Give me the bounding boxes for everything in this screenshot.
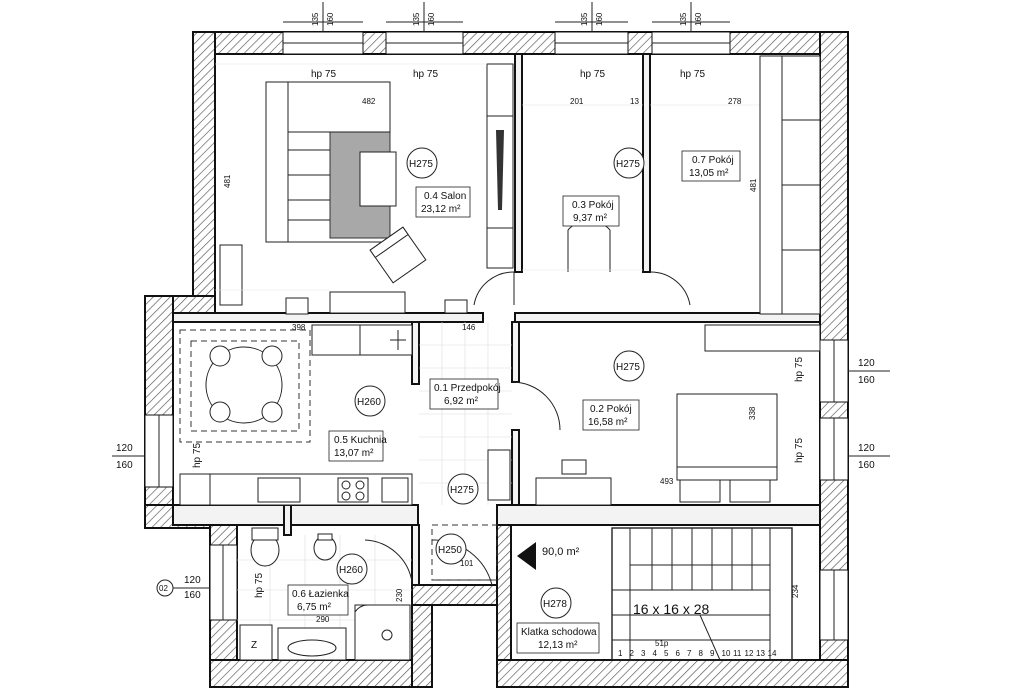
dim-146: 146 xyxy=(462,323,476,332)
sill-salon-2: hp 75 xyxy=(413,69,438,80)
dim-398: 398 xyxy=(292,323,306,332)
interior-walls xyxy=(172,53,821,586)
windows-side xyxy=(144,339,849,641)
height-klatka: H278 xyxy=(543,599,567,610)
right-lower-dim-a: 120 xyxy=(858,443,875,454)
stair-step-number: 2 xyxy=(630,649,635,658)
salon-furniture xyxy=(215,63,514,315)
top-dimensions xyxy=(283,2,730,32)
section-marker: 02 xyxy=(159,584,168,593)
room-lazienka-area: 6,75 m² xyxy=(297,602,332,613)
dim-481-right: 481 xyxy=(749,178,758,192)
left-mid-dim-a: 120 xyxy=(116,443,133,454)
stair-step-number: 7 xyxy=(687,649,692,658)
sill-kuchnia: hp 75 xyxy=(192,443,203,468)
room-przedpokoj-name: 0.1 Przedpokój xyxy=(434,383,501,394)
top-dim-3b: 160 xyxy=(595,12,604,26)
dim-493: 493 xyxy=(660,477,674,486)
height-pokoj2: H275 xyxy=(616,362,640,373)
room-label-boxes xyxy=(287,150,741,654)
side-dimensions xyxy=(112,370,890,597)
room-klatka-name: Klatka schodowa xyxy=(521,627,597,638)
height-lazienka: H260 xyxy=(339,565,363,576)
stair-step-number: 1 xyxy=(618,649,623,658)
stair-step-number: 4 xyxy=(653,649,658,658)
right-upper-dim-a: 120 xyxy=(858,358,875,369)
kitchen-furniture xyxy=(179,324,413,506)
top-dim-2a: 135 xyxy=(412,12,421,26)
room-kuchnia-name: 0.5 Kuchnia xyxy=(334,435,387,446)
top-dim-1b: 160 xyxy=(326,12,335,26)
room-pokoj7-name: 0.7 Pokój xyxy=(692,155,734,166)
dim-481-left: 481 xyxy=(223,174,232,188)
dim-278: 278 xyxy=(728,97,742,106)
room-salon-name: 0.4 Salon xyxy=(424,191,466,202)
sill-lazienka: hp 75 xyxy=(254,573,265,598)
room-lazienka-name: 0.6 Łazienka xyxy=(292,589,349,600)
stair-step-number: 5 xyxy=(664,649,669,658)
stair-step-number: 10 xyxy=(722,649,731,658)
dim-234: 234 xyxy=(791,584,800,598)
room-kuchnia-area: 13,07 m² xyxy=(334,448,374,459)
stair-step-number: 11 xyxy=(733,649,742,658)
room-klatka-area: 12,13 m² xyxy=(538,640,578,651)
room-pokoj7-area: 13,05 m² xyxy=(689,168,729,179)
room-pokoj3-area: 9,37 m² xyxy=(573,213,608,224)
top-dim-4a: 135 xyxy=(679,12,688,26)
staircase xyxy=(517,527,793,661)
left-low-dim-a: 120 xyxy=(184,575,201,586)
dim-338: 338 xyxy=(748,406,757,420)
room-pokoj3-name: 0.3 Pokój xyxy=(572,200,614,211)
left-low-dim-b: 160 xyxy=(184,590,201,601)
height-entry: H250 xyxy=(438,545,462,556)
top-dim-2b: 160 xyxy=(427,12,436,26)
dim-51p: 51p xyxy=(655,639,669,648)
dim-13: 13 xyxy=(630,97,639,106)
stair-step-number: 3 xyxy=(641,649,646,658)
right-upper-dim-b: 160 xyxy=(858,375,875,386)
room-pokoj2-name: 0.2 Pokój xyxy=(590,404,632,415)
top-dim-4b: 160 xyxy=(694,12,703,26)
top-dim-3a: 135 xyxy=(580,12,589,26)
pokoj-furniture xyxy=(522,55,821,315)
symbol-z: Z xyxy=(251,640,257,651)
sill-right-1: hp 75 xyxy=(794,357,805,382)
height-przedpokoj: H275 xyxy=(450,485,474,496)
bedroom-furniture xyxy=(487,324,821,506)
sill-pokoj7: hp 75 xyxy=(680,69,705,80)
sill-pokoj3: hp 75 xyxy=(580,69,605,80)
dim-101: 101 xyxy=(460,559,474,568)
left-mid-dim-b: 160 xyxy=(116,460,133,471)
stair-step-number: 13 xyxy=(756,649,765,658)
stairs-label: 16 x 16 x 28 xyxy=(633,601,709,617)
dim-230: 230 xyxy=(395,588,404,602)
dim-201: 201 xyxy=(570,97,584,106)
sill-right-2: hp 75 xyxy=(794,438,805,463)
stair-step-number: 6 xyxy=(676,649,681,658)
windows-top xyxy=(282,31,731,55)
total-area: 90,0 m² xyxy=(542,546,580,558)
bathroom-fixtures xyxy=(239,527,413,661)
room-salon-area: 23,12 m² xyxy=(421,204,461,215)
room-pokoj2-area: 16,58 m² xyxy=(588,417,628,428)
top-dim-1a: 135 xyxy=(311,12,320,26)
stair-step-number: 12 xyxy=(745,649,754,658)
height-salon: H275 xyxy=(409,159,433,170)
stair-step-number: 9 xyxy=(710,649,715,658)
stair-step-number: 8 xyxy=(699,649,704,658)
room-przedpokoj-area: 6,92 m² xyxy=(444,396,479,407)
height-markers xyxy=(336,147,645,619)
right-lower-dim-b: 160 xyxy=(858,460,875,471)
dim-290: 290 xyxy=(316,615,330,624)
sill-salon-1: hp 75 xyxy=(311,69,336,80)
height-pokoj3: H275 xyxy=(616,159,640,170)
height-kuchnia: H260 xyxy=(357,397,381,408)
dim-482: 482 xyxy=(362,97,376,106)
stair-step-number: 14 xyxy=(768,649,777,658)
